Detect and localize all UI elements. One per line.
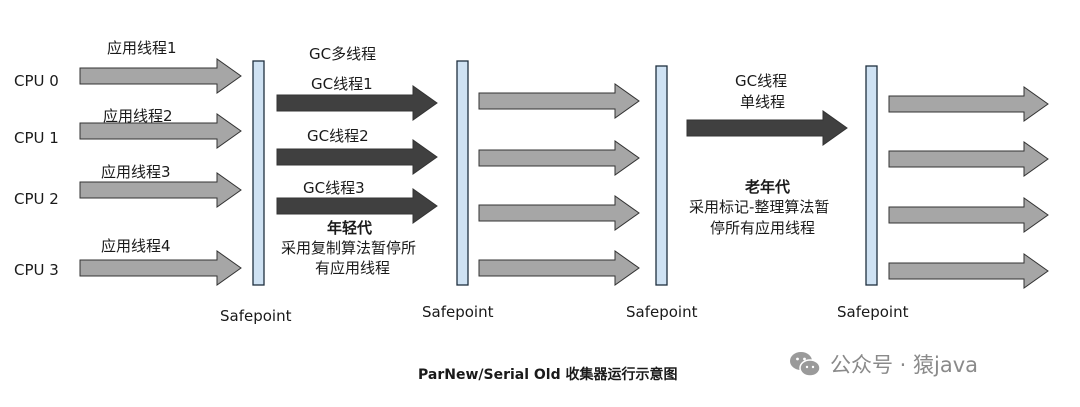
diagram-caption: ParNew/Serial Old 收集器运行示意图 [418, 367, 678, 383]
app-thread-label-3: 应用线程3 [101, 163, 171, 181]
app-thread-label-2: 应用线程2 [103, 107, 173, 125]
app-arrow-mid-1 [478, 83, 640, 119]
gc-thread-label-1: GC线程1 [311, 75, 373, 93]
app-arrow-mid-4 [478, 250, 640, 286]
app-arrow-end-1 [888, 86, 1049, 122]
app-arrow-1 [79, 58, 242, 94]
young-gen-desc-line2: 有应用线程 [315, 259, 391, 277]
app-arrow-mid-2 [478, 140, 640, 176]
young-gc-arrow-2 [276, 139, 438, 175]
app-arrow-3 [79, 172, 242, 208]
safepoint-label-4: Safepoint [837, 303, 909, 321]
cpu-label-2: CPU 2 [14, 190, 59, 208]
app-arrow-end-3 [888, 197, 1049, 233]
app-arrow-2 [79, 113, 242, 149]
old-gc-arrow [686, 110, 848, 146]
cpu-label-1: CPU 1 [14, 129, 59, 147]
app-thread-label-1: 应用线程1 [107, 39, 177, 57]
old-gen-desc-line1: 采用标记-整理算法暂 [689, 198, 830, 216]
young-gen-title: 年轻代 [327, 219, 373, 237]
gc-thread-label-3: GC线程3 [303, 179, 365, 197]
app-arrow-mid-3 [478, 195, 640, 231]
old-gc-thread-label: GC线程 [735, 72, 788, 90]
safepoint-bar-2 [456, 60, 469, 286]
safepoint-bar-3 [655, 65, 668, 286]
old-gen-desc-line2: 停所有应用线程 [710, 219, 816, 237]
young-gc-arrow-3 [276, 188, 438, 224]
wechat-icon [790, 352, 821, 377]
safepoint-label-1: Safepoint [220, 307, 292, 325]
safepoint-bar-1 [252, 60, 265, 286]
gc-thread-label-2: GC线程2 [307, 127, 369, 145]
old-gc-single-thread-label: 单线程 [740, 93, 786, 111]
gc-multi-thread-header: GC多线程 [309, 45, 377, 63]
cpu-label-0: CPU 0 [14, 72, 59, 90]
young-gc-arrow-1 [276, 85, 438, 121]
watermark: 公众号 · 猿java [788, 347, 978, 381]
old-gen-title: 老年代 [745, 178, 791, 196]
safepoint-label-3: Safepoint [626, 303, 698, 321]
app-thread-label-4: 应用线程4 [101, 237, 171, 255]
app-arrow-end-4 [888, 253, 1049, 289]
app-arrow-4 [79, 250, 242, 286]
cpu-label-3: CPU 3 [14, 261, 59, 279]
safepoint-bar-4 [865, 65, 878, 286]
app-arrow-end-2 [888, 141, 1049, 177]
watermark-text: 公众号 · 猿java [830, 353, 979, 377]
safepoint-label-2: Safepoint [422, 303, 494, 321]
young-gen-desc-line1: 采用复制算法暂停所 [281, 239, 417, 257]
